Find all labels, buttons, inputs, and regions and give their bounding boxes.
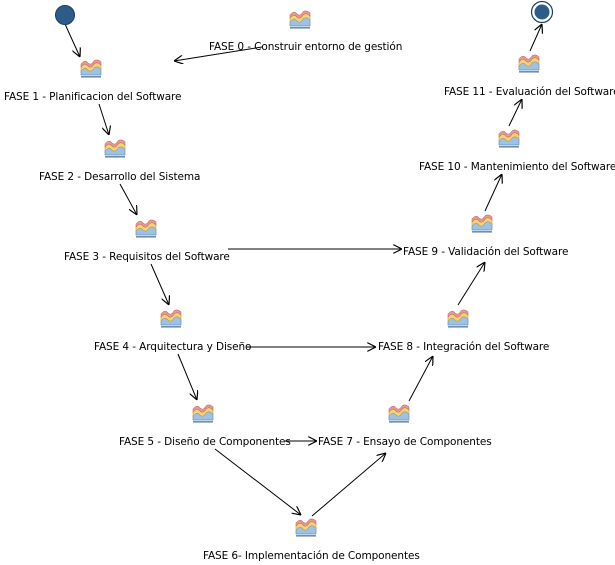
fase8-label[interactable]: FASE 8 - Integración del Software — [378, 341, 550, 353]
edge-fase4-to-fase5[interactable] — [177, 353, 197, 400]
fase7-label[interactable]: FASE 7 - Ensayo de Componentes — [318, 436, 492, 448]
fase3-label[interactable]: FASE 3 - Requisitos del Software — [64, 251, 230, 263]
edge-fase5-to-fase6[interactable] — [214, 448, 301, 515]
edge-fase3-to-fase4[interactable] — [150, 263, 169, 305]
edge-fase1-to-fase2[interactable] — [98, 103, 109, 135]
fase0-label[interactable]: FASE 0 - Construir entorno de gestión — [209, 41, 403, 53]
edge-fase9-to-fase10[interactable] — [484, 174, 502, 212]
start-node[interactable] — [54, 4, 76, 26]
fase6-label[interactable]: FASE 6- Implementación de Componentes — [203, 550, 420, 562]
edge-fase11-to-end[interactable] — [529, 24, 542, 52]
fase9-activity-icon[interactable] — [470, 213, 494, 235]
edge-start-to-fase1[interactable] — [64, 23, 80, 57]
edge-fase6-to-fase7[interactable] — [311, 453, 386, 517]
edge-fase8-to-fase9[interactable] — [457, 262, 485, 306]
fase8-activity-icon[interactable] — [446, 308, 470, 330]
fase10-label[interactable]: FASE 10 - Mantenimiento del Software — [419, 161, 615, 173]
fase0-activity-icon[interactable] — [288, 9, 312, 31]
fase5-activity-icon[interactable] — [191, 403, 215, 425]
fase4-activity-icon[interactable] — [159, 308, 183, 330]
fase3-activity-icon[interactable] — [134, 218, 158, 240]
fase2-label[interactable]: FASE 2 - Desarrollo del Sistema — [39, 171, 201, 183]
edge-fase2-to-fase3[interactable] — [119, 183, 137, 215]
edge-fase0-to-fase1[interactable] — [174, 46, 263, 61]
end-node[interactable] — [530, 0, 554, 24]
fase9-label[interactable]: FASE 9 - Validación del Software — [403, 246, 569, 258]
fase2-activity-icon[interactable] — [103, 138, 127, 160]
edge-fase7-to-fase8[interactable] — [408, 356, 433, 402]
fase1-label[interactable]: FASE 1 - Planificacion del Software — [4, 91, 182, 103]
fase4-label[interactable]: FASE 4 - Arquitectura y Diseño — [94, 341, 252, 353]
fase7-activity-icon[interactable] — [387, 403, 411, 425]
fase5-label[interactable]: FASE 5 - Diseño de Componentes — [119, 436, 291, 448]
edge-fase10-to-fase11[interactable] — [508, 99, 522, 127]
edge-group — [64, 23, 542, 517]
fase11-label[interactable]: FASE 11 - Evaluación del Software — [444, 86, 615, 98]
fase6-activity-icon[interactable] — [294, 517, 318, 539]
fase11-activity-icon[interactable] — [517, 53, 541, 75]
fase10-activity-icon[interactable] — [497, 128, 521, 150]
fase1-activity-icon[interactable] — [79, 58, 103, 80]
